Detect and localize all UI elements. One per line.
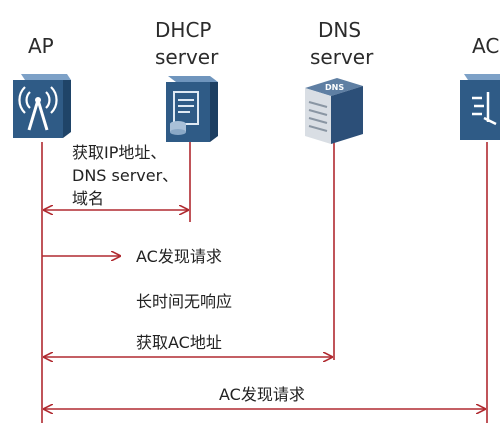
access-controller-icon — [458, 72, 500, 142]
msg-get-ip-line3: 域名 — [72, 189, 105, 208]
msg-ac-discover-2: AC发现请求 — [219, 385, 305, 404]
dhcp-server-icon — [160, 72, 222, 144]
dhcp-label-line2: server — [155, 45, 219, 69]
msg-ac-discover-1: AC发现请求 — [136, 247, 222, 266]
msg-get-ip-line2: DNS server、 — [72, 166, 179, 185]
dns-badge: DNS — [325, 83, 344, 92]
dns-label-line2: server — [310, 45, 374, 69]
msg-get-ip-line1: 获取IP地址、 — [72, 143, 167, 162]
msg-no-response: 长时间无响应 — [136, 292, 233, 311]
wireless-ap-icon — [11, 72, 73, 140]
ap-label: AP — [28, 34, 54, 58]
msg-get-ac-addr: 获取AC地址 — [136, 333, 222, 352]
ac-label: AC — [472, 34, 500, 58]
dhcp-label-line1: DHCP — [155, 18, 212, 42]
dns-label-line1: DNS — [318, 18, 362, 42]
dns-server-icon: DNS — [303, 76, 365, 146]
